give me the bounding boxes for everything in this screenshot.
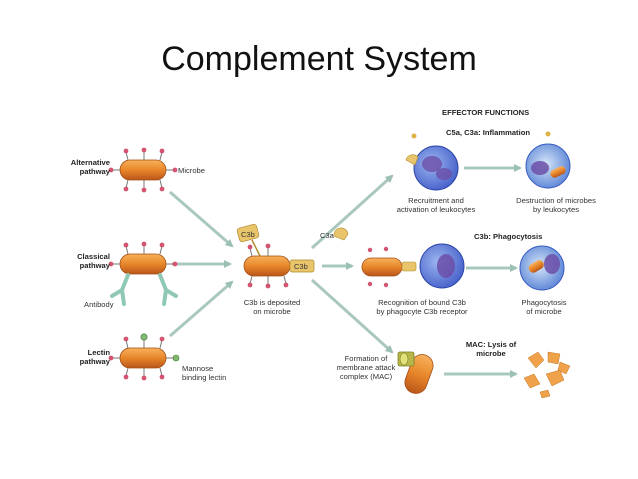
c3b-label-side: C3b	[294, 262, 308, 271]
mac-complex-icon	[397, 351, 434, 394]
mannose-label: Mannose binding lectin	[182, 364, 227, 382]
c3b-label-top: C3b	[241, 230, 255, 239]
lectin-icon	[140, 333, 180, 362]
microbe-label: Microbe	[178, 166, 206, 175]
phagocytosis-header: C3b: Phagocytosis	[474, 232, 543, 241]
page-title: Complement System	[161, 40, 477, 78]
lysed-microbe-icon	[523, 351, 571, 399]
c3b-fragment-icon	[236, 223, 315, 273]
inflammation-header: C5a, C3a: Inflammation	[446, 128, 530, 137]
leukocyte-destruction	[525, 131, 571, 189]
alternative-pathway-label: Alternative pathway	[70, 158, 110, 176]
mac-formation-label: Formation of membrane attack complex (MA…	[336, 354, 396, 381]
phagocyte-engulfed	[519, 245, 565, 291]
phagocytosis-microbe-label: Phagocytosis of microbe	[521, 298, 567, 316]
mac-lysis-header: MAC: Lysis of microbe	[465, 340, 517, 358]
microbe-phagocytosis	[361, 246, 417, 288]
arrow-alternative	[169, 190, 234, 248]
c3a-label: C3a	[320, 231, 335, 240]
effector-header: EFFECTOR FUNCTIONS	[442, 108, 530, 117]
microbe-alternative	[108, 147, 178, 193]
c5a-receptor-icon	[405, 154, 419, 166]
arrow-mac	[310, 278, 394, 354]
arrow-lectin	[169, 280, 234, 338]
leukocyte-recruitment	[405, 133, 459, 191]
classical-pathway-label: Classical pathway	[77, 252, 110, 270]
arrow-inflammation	[310, 174, 394, 250]
antibody-icon	[110, 273, 178, 306]
c3b-deposited-label: C3b is deposited on microbe	[243, 298, 301, 316]
phagocyte	[419, 243, 465, 289]
microbe-c3b-deposited	[236, 223, 315, 289]
microbe-lectin	[108, 333, 180, 381]
destruction-label: Destruction of microbes by leukocytes	[516, 196, 596, 214]
antibody-label: Antibody	[84, 300, 114, 309]
pathway-arrows	[169, 164, 522, 378]
lectin-pathway-label: Lectin pathway	[79, 348, 110, 366]
recruitment-label: Recruitment and activation of leukocytes	[396, 196, 476, 214]
recognition-label: Recognition of bound C3b by phagocyte C3…	[376, 298, 468, 316]
microbe-classical	[108, 241, 178, 306]
c3a-fragment-icon	[333, 227, 349, 241]
